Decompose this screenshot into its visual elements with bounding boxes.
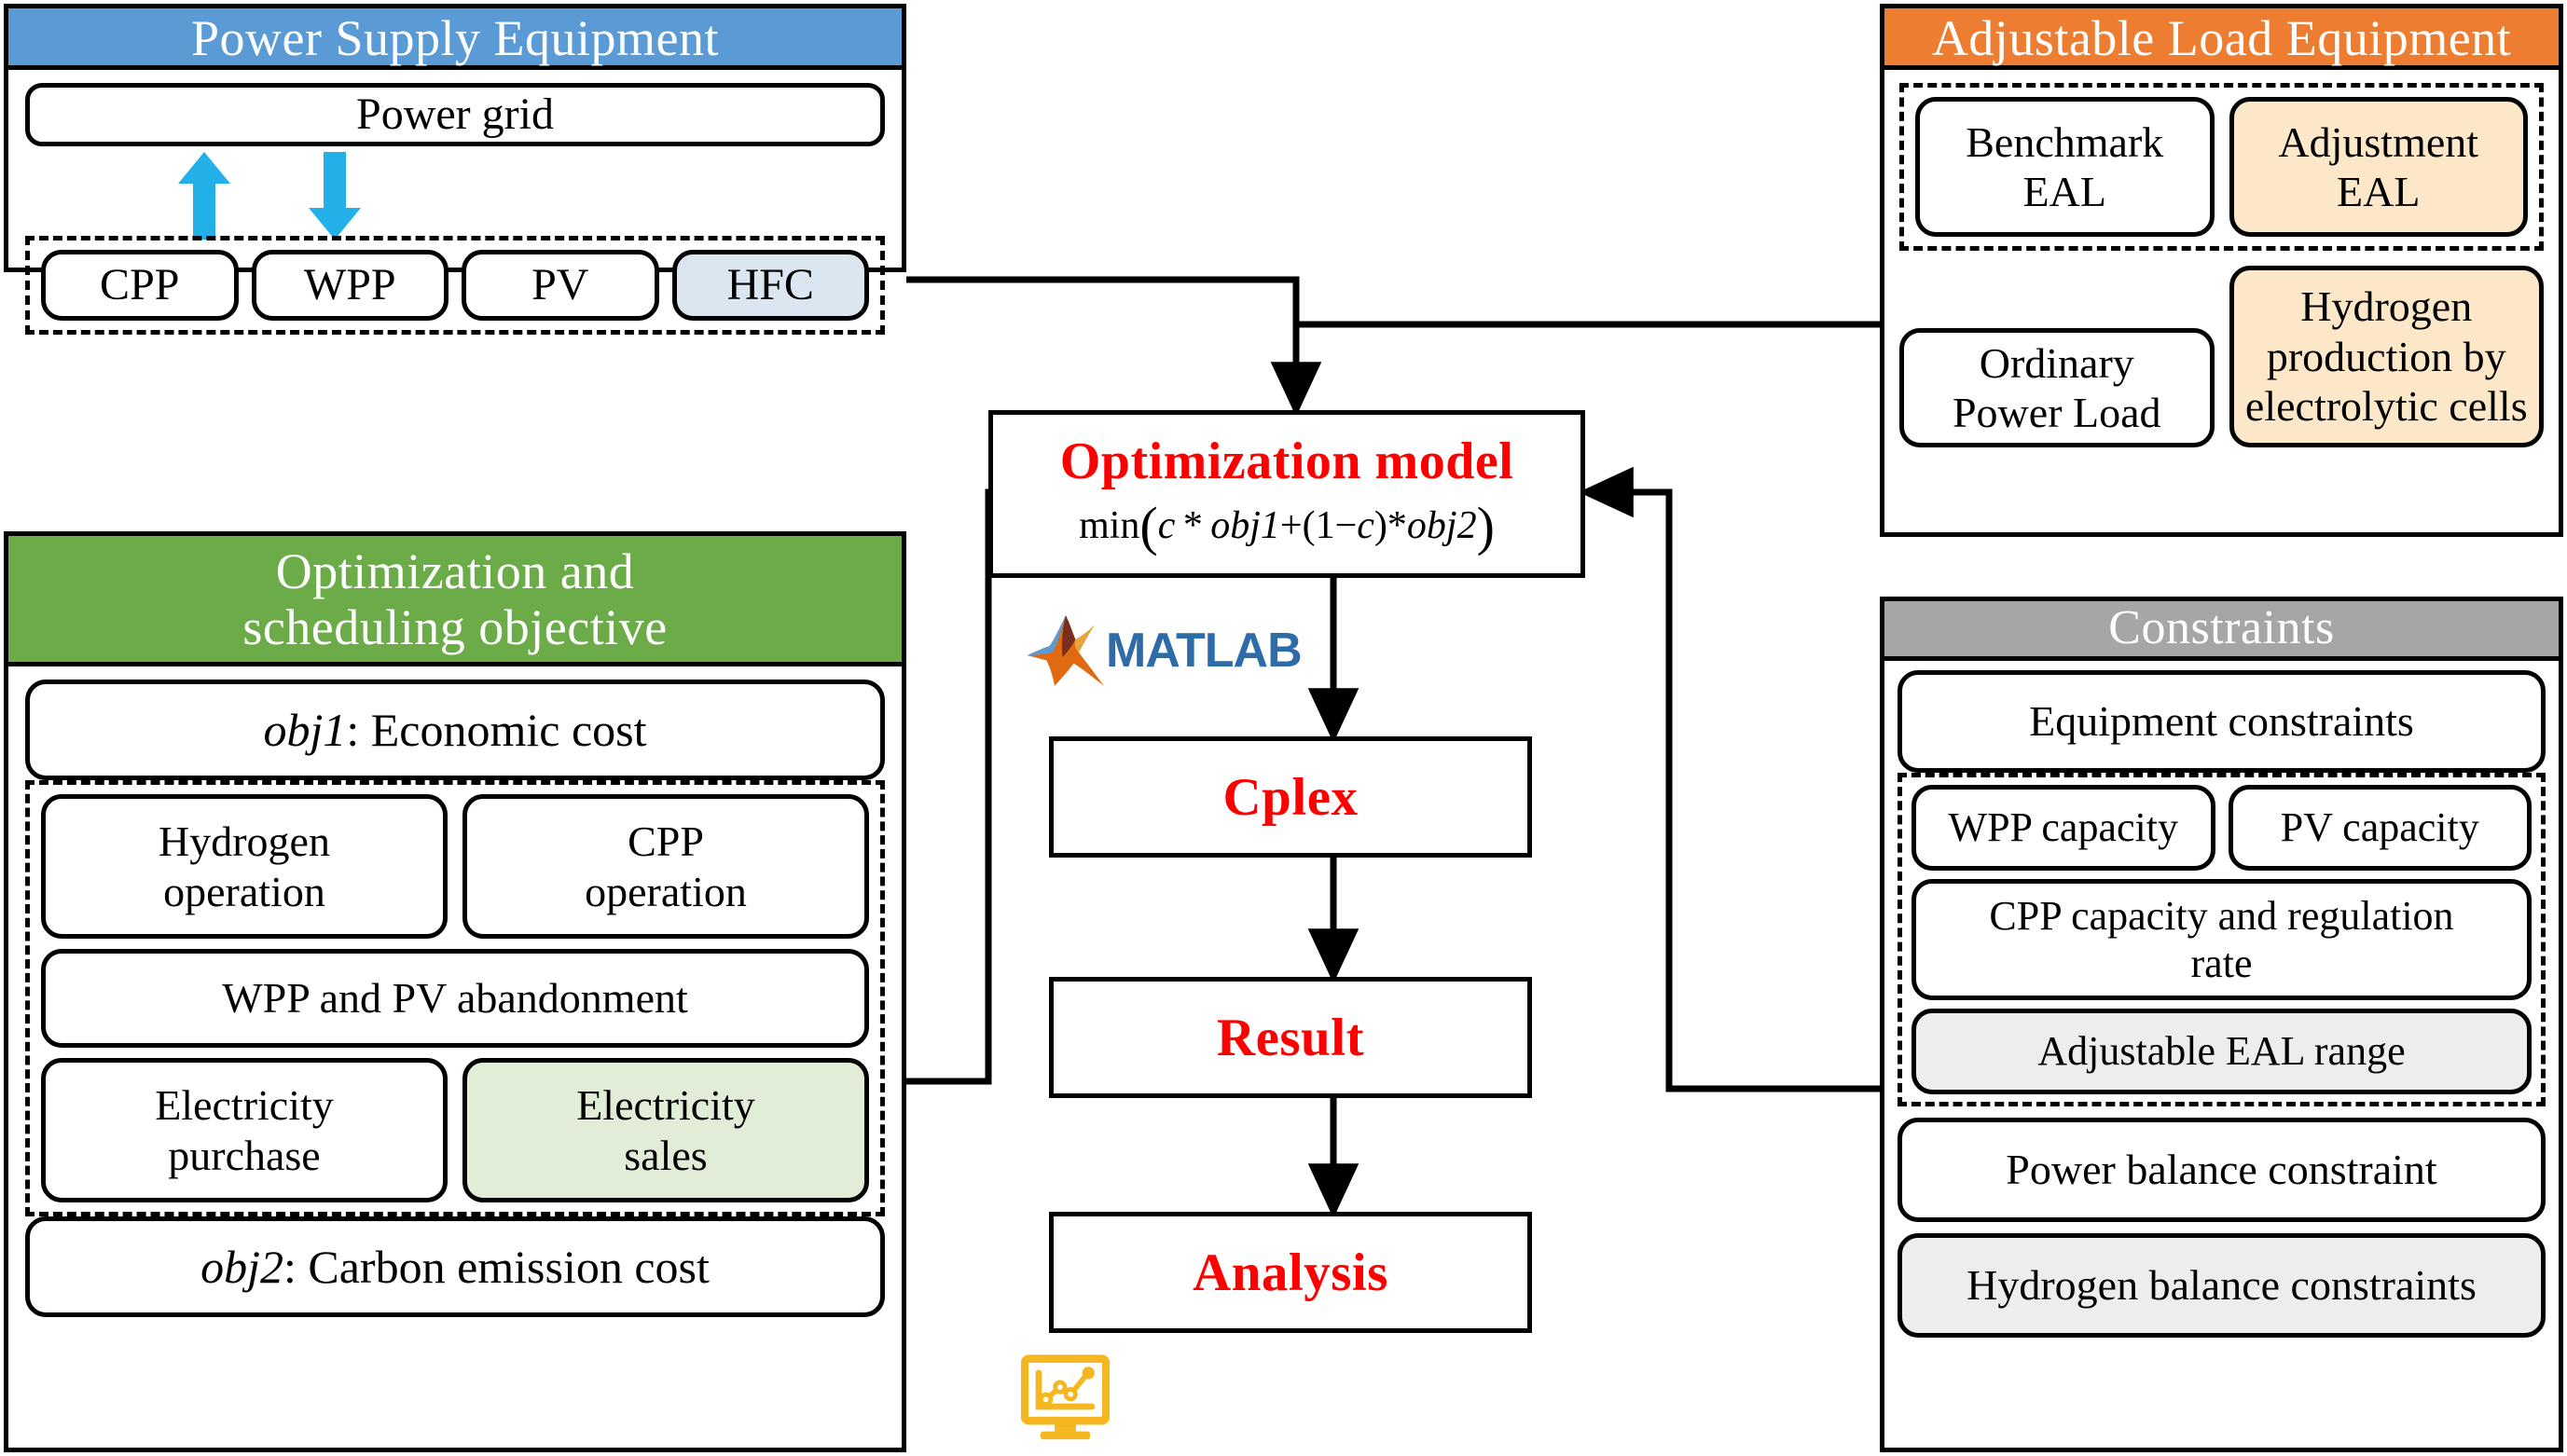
obj1-node[interactable]: obj1: Economic cost — [25, 680, 885, 780]
power-sources-group: CPP WPP PV HFC — [25, 236, 885, 335]
matlab-logo-icon — [1027, 615, 1105, 686]
ordinary-line1: Ordinary — [1979, 338, 2134, 387]
elec-sales-line1: Electricity — [576, 1081, 755, 1130]
optimization-model-box[interactable]: Optimization model min(c * obj1+(1−c)*ob… — [988, 410, 1585, 578]
ordinary-line2: Power Load — [1952, 389, 2161, 436]
hydrogen-op-line2: operation — [163, 867, 325, 915]
panel-constraints: Constraints Equipment constraints WPP ca… — [1880, 597, 2563, 1452]
abandonment-node[interactable]: WPP and PV abandonment — [41, 949, 869, 1048]
cpp-capacity-line1: CPP capacity and regulation — [1989, 892, 2454, 939]
hydrogen-line2: production by — [2266, 332, 2506, 380]
pv-capacity-node[interactable]: PV capacity — [2228, 785, 2532, 871]
objective-title-line1: Optimization and — [275, 543, 635, 599]
matlab-logo: MATLAB — [1026, 611, 1303, 691]
electricity-purchase-node[interactable]: Electricity purchase — [41, 1058, 448, 1202]
adjustment-eal-line2: EAL — [2337, 168, 2421, 215]
obj2-symbol: obj2 — [200, 1241, 283, 1293]
hydrogen-balance-node[interactable]: Hydrogen balance constraints — [1898, 1233, 2546, 1338]
elec-purchase-line1: Electricity — [155, 1081, 334, 1130]
obj1-text: : Economic cost — [346, 704, 647, 756]
result-box[interactable]: Result — [1049, 977, 1532, 1098]
analysis-box[interactable]: Analysis — [1049, 1212, 1532, 1333]
formula-obj1: obj1 — [1210, 503, 1280, 547]
eal-group: Benchmark EAL Adjustment EAL — [1899, 83, 2544, 251]
benchmark-eal-line1: Benchmark — [1966, 117, 2164, 166]
panel-adjustable-load: Adjustable Load Equipment Benchmark EAL … — [1880, 4, 2563, 537]
obj2-text: : Carbon emission cost — [283, 1241, 710, 1293]
source-pv[interactable]: PV — [462, 250, 659, 321]
arrow-up-icon — [178, 152, 230, 240]
cpp-op-line2: operation — [585, 867, 747, 915]
adjustment-eal-node[interactable]: Adjustment EAL — [2229, 97, 2528, 237]
analysis-label: Analysis — [1193, 1243, 1388, 1302]
panel-power-supply-header: Power Supply Equipment — [8, 8, 902, 70]
panel-constraints-header: Constraints — [1884, 601, 2559, 661]
elec-purchase-line2: purchase — [168, 1131, 321, 1179]
obj1-components-group: Hydrogen operation CPP operation WPP and… — [25, 780, 885, 1216]
cpp-capacity-node[interactable]: CPP capacity and regulation rate — [1911, 879, 2532, 1000]
source-hfc[interactable]: HFC — [671, 250, 869, 321]
electricity-sales-node[interactable]: Electricity sales — [462, 1058, 869, 1202]
cplex-box[interactable]: Cplex — [1049, 736, 1532, 858]
power-balance-node[interactable]: Power balance constraint — [1898, 1118, 2546, 1222]
benchmark-eal-line2: EAL — [2022, 168, 2106, 215]
cpp-capacity-line2: rate — [2190, 941, 2253, 986]
result-label: Result — [1216, 1008, 1365, 1067]
equipment-constraints-node[interactable]: Equipment constraints — [1898, 670, 2546, 773]
hydrogen-line1: Hydrogen — [2300, 282, 2473, 331]
cpp-op-line1: CPP — [628, 817, 704, 866]
panel-power-supply: Power Supply Equipment Power grid CPP WP… — [4, 4, 906, 335]
panel-objective: Optimization and scheduling objective ob… — [4, 531, 906, 1452]
optimization-model-formula: min(c * obj1+(1−c)*obj2) — [1079, 495, 1495, 556]
obj2-node[interactable]: obj2: Carbon emission cost — [25, 1216, 885, 1317]
matlab-label: MATLAB — [1106, 624, 1303, 678]
cpp-operation-node[interactable]: CPP operation — [462, 794, 869, 939]
formula-obj2: obj2 — [1406, 503, 1477, 547]
formula-c2: c — [1357, 503, 1374, 547]
source-wpp[interactable]: WPP — [251, 250, 449, 321]
chart-monitor-icon — [1021, 1354, 1110, 1440]
cplex-label: Cplex — [1222, 767, 1359, 827]
equipment-subgroup: WPP capacity PV capacity CPP capacity an… — [1898, 773, 2546, 1106]
formula-c1: c — [1157, 503, 1176, 547]
obj1-symbol: obj1 — [263, 704, 347, 756]
objective-title-line2: scheduling objective — [242, 599, 668, 656]
optimization-model-title: Optimization model — [1059, 432, 1514, 490]
ordinary-power-load-node[interactable]: Ordinary Power Load — [1899, 328, 2215, 447]
hydrogen-operation-node[interactable]: Hydrogen operation — [41, 794, 448, 939]
elec-sales-line2: sales — [624, 1131, 708, 1179]
hydrogen-op-line1: Hydrogen — [159, 817, 330, 866]
hydrogen-line3: electrolytic cells — [2244, 382, 2528, 431]
panel-objective-header: Optimization and scheduling objective — [8, 536, 902, 666]
adjustment-eal-line1: Adjustment — [2278, 117, 2479, 166]
panel-adjustable-load-header: Adjustable Load Equipment — [1884, 8, 2559, 70]
power-grid-node[interactable]: Power grid — [25, 83, 885, 146]
adjustable-eal-range-node[interactable]: Adjustable EAL range — [1911, 1009, 2532, 1094]
arrow-down-icon — [309, 152, 361, 240]
wpp-capacity-node[interactable]: WPP capacity — [1911, 785, 2215, 871]
source-cpp[interactable]: CPP — [41, 250, 239, 321]
hydrogen-production-node[interactable]: Hydrogen production by electrolytic cell… — [2229, 266, 2544, 447]
benchmark-eal-node[interactable]: Benchmark EAL — [1915, 97, 2215, 237]
